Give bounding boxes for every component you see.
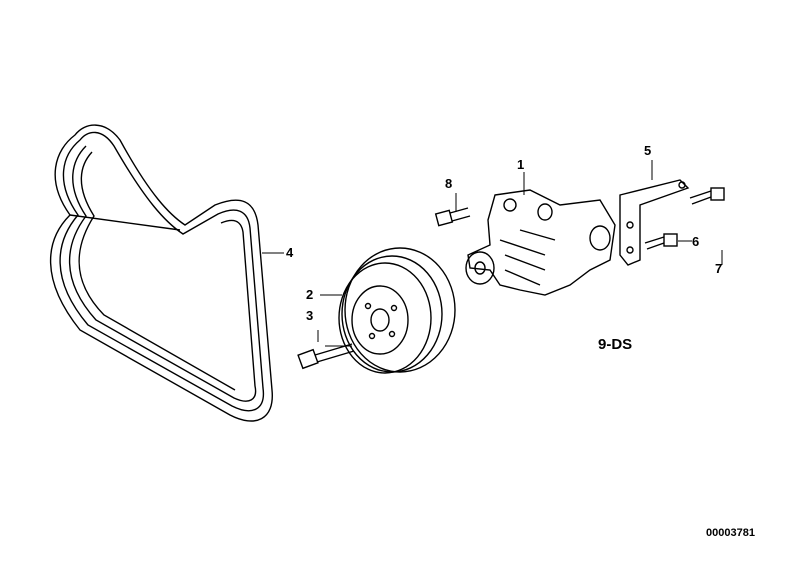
bracket-bolt	[644, 233, 678, 250]
pump-bolt	[434, 207, 471, 227]
callout-3[interactable]: 3	[306, 308, 314, 323]
callout-1[interactable]: 1	[517, 157, 525, 172]
callout-4[interactable]: 4	[286, 245, 294, 260]
callout-7[interactable]: 7	[715, 261, 723, 276]
pulley	[338, 247, 456, 374]
group-code: 9-DS	[598, 336, 633, 353]
ribbed-belt	[49, 124, 273, 422]
bracket-long-bolt	[689, 187, 725, 205]
callout-6[interactable]: 6	[692, 234, 700, 249]
pulley-bolt	[297, 343, 355, 370]
callout-5[interactable]: 5	[644, 143, 652, 158]
diagram-number: 00003781	[706, 527, 755, 539]
callout-8[interactable]: 8	[445, 176, 453, 191]
callout-2[interactable]: 2	[306, 287, 314, 302]
water-pump	[465, 189, 616, 296]
bracket	[619, 179, 690, 266]
